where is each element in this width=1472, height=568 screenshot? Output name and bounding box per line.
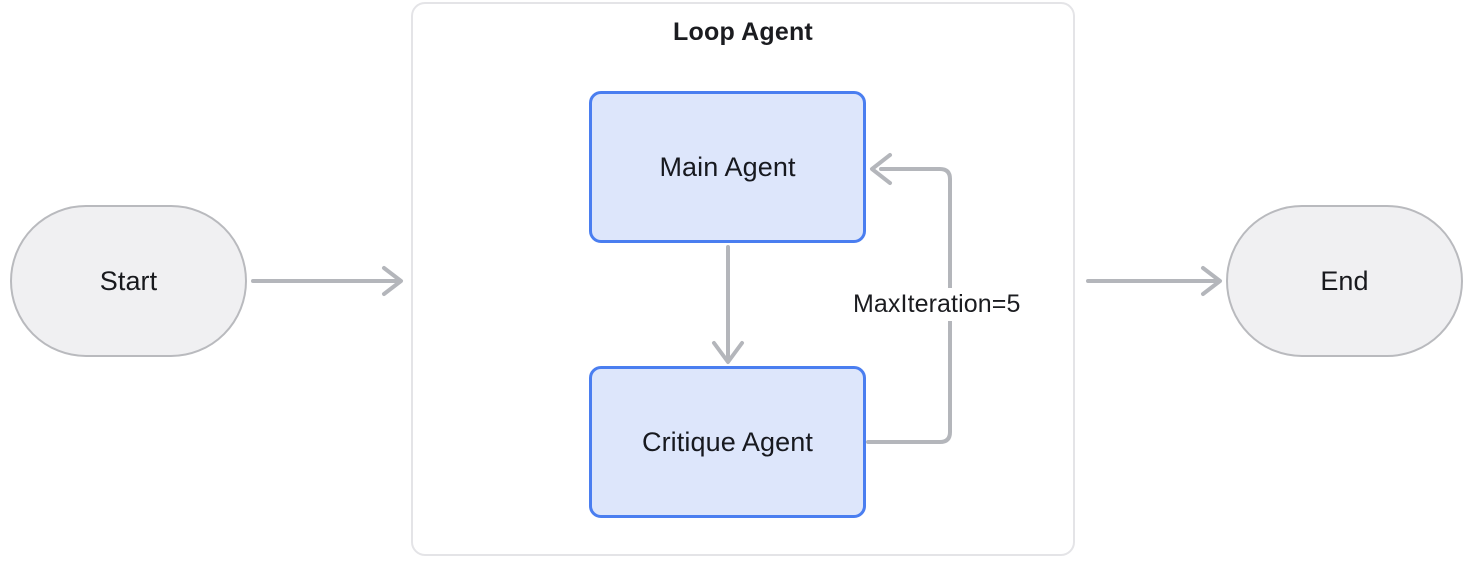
edge-loop-to-end — [1086, 266, 1222, 296]
node-main-agent-label: Main Agent — [659, 151, 796, 182]
node-start-label: Start — [99, 265, 158, 296]
group-title-loop-agent: Loop Agent — [673, 18, 813, 46]
edge-main-to-critique — [712, 245, 744, 364]
node-end-label: End — [1320, 265, 1369, 296]
edge-start-to-loop — [251, 266, 403, 296]
node-critique-agent[interactable]: Critique Agent — [589, 366, 866, 518]
edge-label-max-iteration: MaxIteration=5 — [850, 288, 1024, 321]
node-end[interactable]: End — [1226, 205, 1463, 357]
node-start[interactable]: Start — [10, 205, 247, 357]
node-main-agent[interactable]: Main Agent — [589, 91, 866, 243]
node-critique-agent-label: Critique Agent — [641, 426, 813, 457]
